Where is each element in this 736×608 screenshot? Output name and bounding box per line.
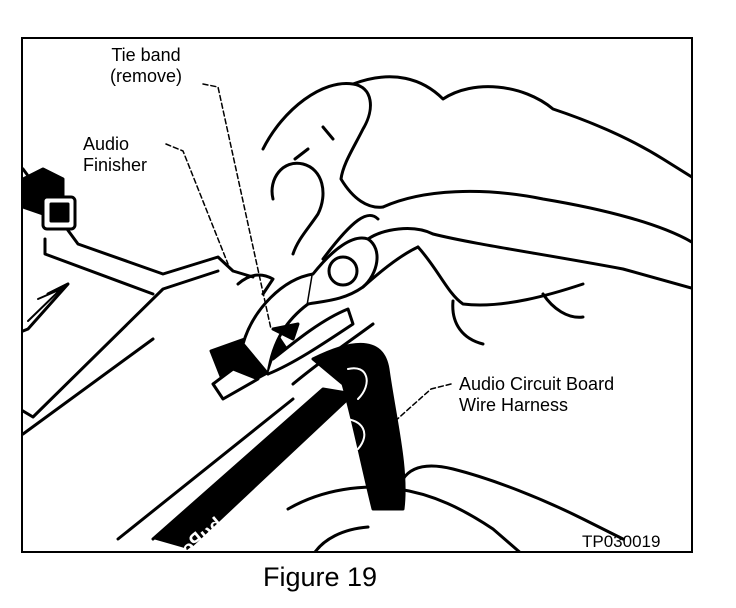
figure-code: TP030019 [582,532,661,551]
connector-rail: ǝꟼυd [116,387,355,551]
pliers-icon [241,213,420,376]
leader-lines [165,83,452,440]
knob-icon [23,167,77,231]
audio-finisher-panel [23,167,275,436]
harness-callout: Audio Circuit Board Wire Harness [459,374,615,415]
illustration: ǝꟼυd [23,75,691,551]
audio-finisher-callout: Audio Finisher [83,134,148,175]
illustration-frame: ǝꟼυd [21,37,693,553]
tie-band-callout: Tie band (remove) [110,45,183,86]
lower-hand [286,464,625,551]
figure-caption: Figure 19 [262,562,378,592]
hand [261,75,691,386]
